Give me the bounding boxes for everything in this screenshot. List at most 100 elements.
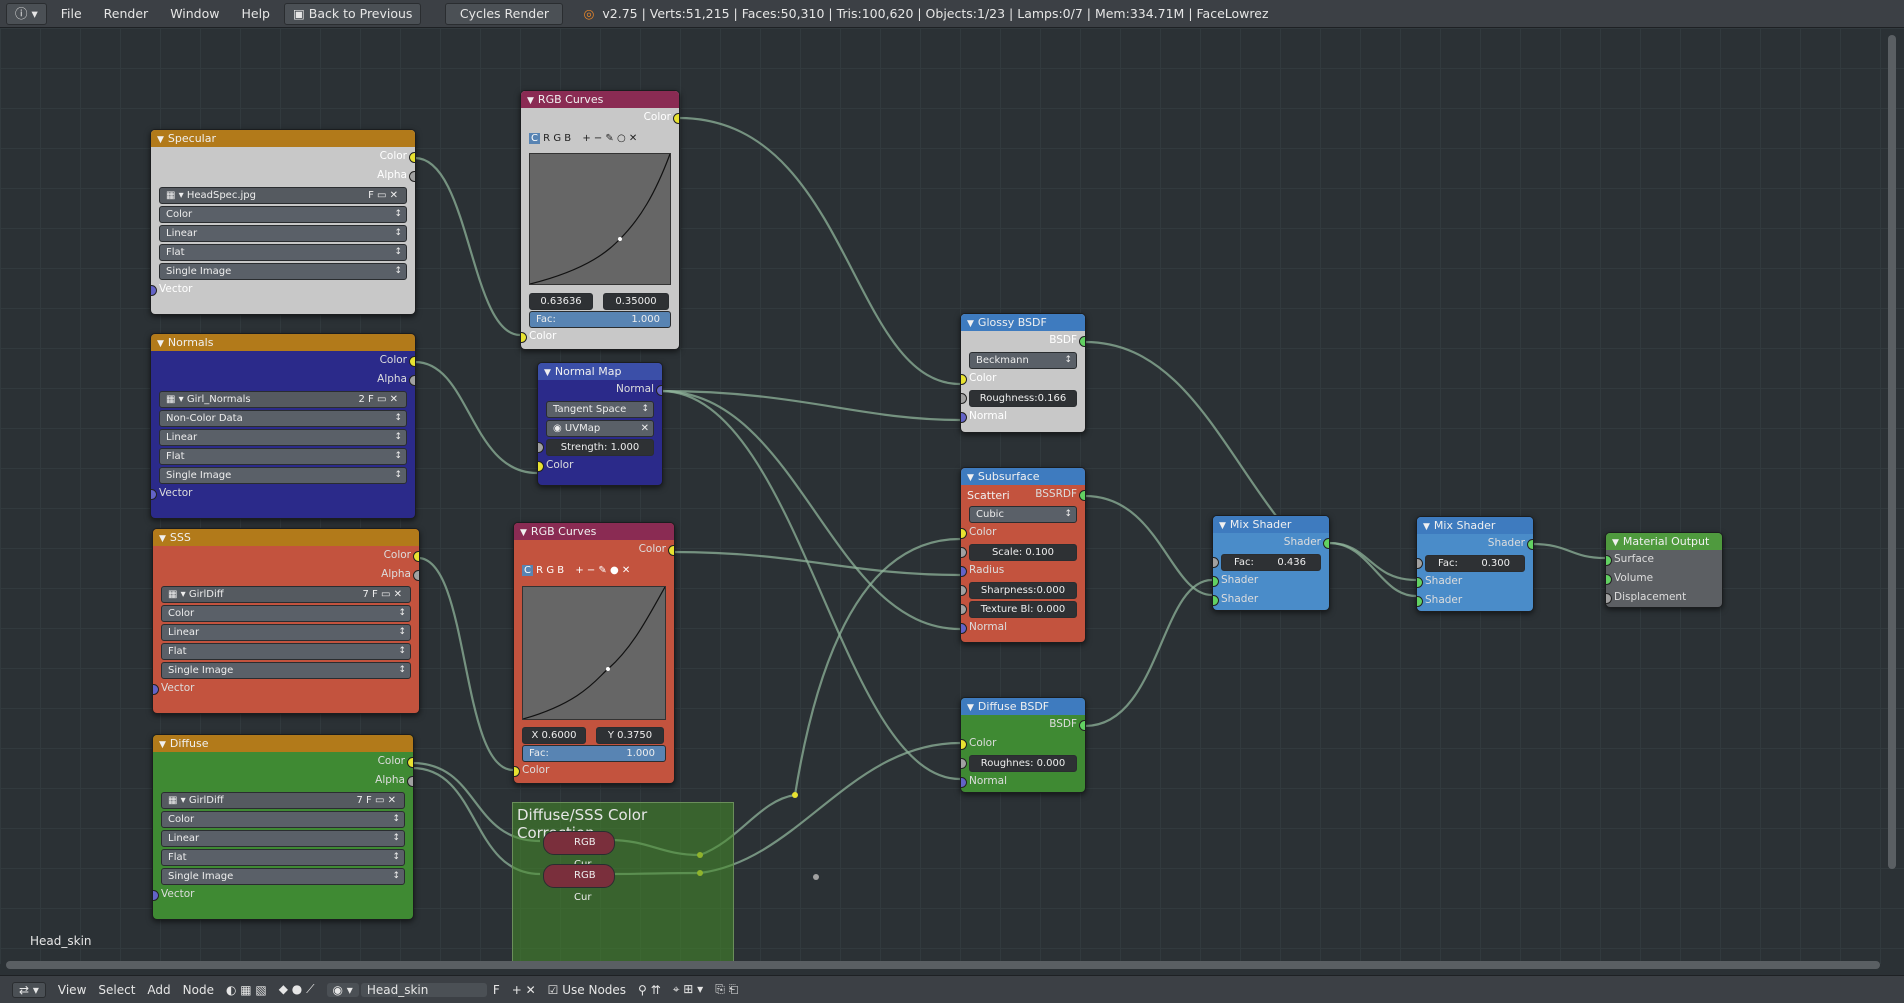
image-name[interactable]: Girl_Normals bbox=[186, 394, 251, 405]
socket-in-radius[interactable] bbox=[961, 566, 967, 577]
socket-out-color[interactable] bbox=[413, 551, 419, 562]
colorspace-select[interactable]: Color bbox=[153, 809, 413, 828]
use-nodes-checkbox[interactable]: ☑ Use Nodes bbox=[547, 982, 627, 997]
collapse-triangle-icon[interactable]: ▼ bbox=[1423, 522, 1430, 532]
node-mix-shader-1[interactable]: ▼Mix Shader Shader Fac:0.436 Shader Shad… bbox=[1212, 515, 1330, 611]
unlink-icon[interactable]: 7 F ▭ ✕ bbox=[362, 589, 403, 600]
source-select[interactable]: Single Image bbox=[151, 261, 415, 280]
socket-out-normal[interactable] bbox=[656, 385, 662, 396]
fac-slider[interactable]: Fac:1.000 bbox=[514, 743, 674, 762]
distribution-select[interactable]: Beckmann bbox=[961, 350, 1085, 369]
strength-field[interactable]: Strength: 1.000 bbox=[538, 437, 662, 456]
collapse-triangle-icon[interactable]: ▼ bbox=[157, 135, 164, 145]
collapse-triangle-icon[interactable]: ▼ bbox=[159, 534, 166, 544]
sharpness-field[interactable]: Sharpness:0.000 bbox=[961, 580, 1085, 599]
collapse-triangle-icon[interactable]: ▼ bbox=[159, 740, 166, 750]
menu-help[interactable]: Help bbox=[241, 5, 270, 21]
node-diffuse-bsdf[interactable]: ▼Diffuse BSDF BSDF Color Roughnes: 0.000… bbox=[960, 697, 1086, 793]
material-name-field[interactable]: Head_skin bbox=[360, 982, 487, 997]
image-name[interactable]: HeadSpec.jpg bbox=[186, 190, 256, 201]
tab-b[interactable]: B bbox=[557, 565, 565, 576]
menu-render[interactable]: Render bbox=[103, 5, 149, 21]
curve-channel-tabs[interactable]: C R G B + − ✎ ● ✕ bbox=[522, 565, 630, 576]
collapse-triangle-icon[interactable]: ▼ bbox=[967, 703, 974, 713]
socket-out-color[interactable] bbox=[673, 113, 679, 124]
roughness-field[interactable]: Roughnes: 0.000 bbox=[961, 753, 1085, 772]
socket-in-displacement[interactable] bbox=[1606, 593, 1612, 604]
fake-user-button[interactable]: F bbox=[492, 982, 500, 997]
group-rgb-curves-2[interactable]: RGB Cur bbox=[543, 864, 615, 903]
collapse-triangle-icon[interactable]: ▼ bbox=[967, 473, 974, 483]
tab-c[interactable]: C bbox=[529, 133, 540, 144]
socket-in-fac[interactable] bbox=[1213, 557, 1219, 568]
socket-in-vector[interactable] bbox=[153, 684, 159, 695]
node-glossy-bsdf[interactable]: ▼Glossy BSDF BSDF Beckmann Color Roughne… bbox=[960, 313, 1086, 433]
roughness-field[interactable]: Roughness:0.166 bbox=[961, 388, 1085, 407]
material-browse-icon[interactable]: ◉ ▾ bbox=[326, 982, 359, 997]
collapse-triangle-icon[interactable]: ▼ bbox=[1219, 521, 1226, 531]
node-header[interactable]: ▼RGB Curves bbox=[514, 523, 674, 540]
socket-out-alpha[interactable] bbox=[413, 570, 419, 581]
interpolation-select[interactable]: Linear bbox=[151, 223, 415, 242]
socket-out-shader[interactable] bbox=[1323, 538, 1329, 549]
collapse-triangle-icon[interactable]: ▼ bbox=[1612, 538, 1619, 548]
node-header[interactable]: ▼Glossy BSDF bbox=[961, 314, 1085, 331]
socket-in-roughness[interactable] bbox=[961, 393, 967, 404]
socket-in-color[interactable] bbox=[961, 739, 967, 750]
socket-in-normal[interactable] bbox=[961, 777, 967, 788]
interpolation-select[interactable]: Linear bbox=[153, 828, 413, 847]
editor-type-node-icon[interactable]: ⇄ ▾ bbox=[12, 981, 46, 998]
socket-in-color[interactable] bbox=[514, 766, 520, 777]
image-name[interactable]: GirlDiff bbox=[188, 589, 224, 600]
socket-out-shader[interactable] bbox=[1527, 539, 1533, 550]
source-select[interactable]: Single Image bbox=[153, 660, 419, 679]
source-select[interactable]: Single Image bbox=[151, 465, 415, 484]
horizontal-scrollbar[interactable] bbox=[6, 961, 1880, 969]
editor-type-icon[interactable]: ⓘ ▾ bbox=[6, 2, 47, 25]
socket-in-roughness[interactable] bbox=[961, 758, 967, 769]
socket-in-shader-2[interactable] bbox=[1417, 596, 1423, 607]
texture-blur-field[interactable]: Texture Bl: 0.000 bbox=[961, 599, 1085, 618]
space-select[interactable]: Tangent Space bbox=[538, 399, 662, 418]
falloff-select[interactable]: Cubic bbox=[961, 504, 1085, 523]
fac-field[interactable]: Fac:0.300 bbox=[1417, 553, 1533, 572]
node-mix-shader-2[interactable]: ▼Mix Shader Shader Fac:0.300 Shader Shad… bbox=[1416, 516, 1534, 612]
socket-out-bssrdf[interactable] bbox=[1079, 490, 1085, 501]
socket-out-bsdf[interactable] bbox=[1079, 336, 1085, 347]
interpolation-select[interactable]: Linear bbox=[151, 427, 415, 446]
collapse-triangle-icon[interactable]: ▼ bbox=[157, 339, 164, 349]
tab-r[interactable]: R bbox=[536, 565, 544, 576]
image-name[interactable]: GirlDiff bbox=[188, 795, 224, 806]
socket-in-shader-1[interactable] bbox=[1417, 577, 1423, 588]
socket-out-color[interactable] bbox=[409, 152, 415, 163]
tab-g[interactable]: G bbox=[553, 133, 562, 144]
node-rgb-curves-2[interactable]: ▼RGB Curves Color C R G B + − ✎ ● ✕ X 0.… bbox=[513, 522, 675, 784]
unlink-icon[interactable]: F ▭ ✕ bbox=[368, 190, 398, 201]
socket-in-color[interactable] bbox=[521, 332, 527, 343]
shader-type-icon[interactable]: ◐ ▦ ▧ bbox=[225, 982, 267, 997]
shader-object-icon[interactable]: ◆ ● ⟋ bbox=[278, 982, 315, 996]
socket-in-color[interactable] bbox=[538, 461, 544, 472]
socket-in-color[interactable] bbox=[961, 528, 967, 539]
group-rgb-curves-1[interactable]: RGB Cur bbox=[543, 831, 615, 870]
socket-in-normal[interactable] bbox=[961, 412, 967, 423]
interpolation-select[interactable]: Linear bbox=[153, 622, 419, 641]
socket-out-alpha[interactable] bbox=[409, 375, 415, 386]
clear-icon[interactable]: ✕ bbox=[640, 423, 649, 434]
socket-out-color[interactable] bbox=[668, 545, 674, 556]
projection-select[interactable]: Flat bbox=[151, 446, 415, 465]
menu-view[interactable]: View bbox=[57, 982, 87, 997]
node-header[interactable]: ▼SSS bbox=[153, 529, 419, 546]
node-header[interactable]: ▼Specular bbox=[151, 130, 415, 147]
node-header[interactable]: ▼Normal Map bbox=[538, 363, 662, 380]
collapse-triangle-icon[interactable]: ▼ bbox=[527, 96, 534, 106]
node-header[interactable]: ▼Material Output bbox=[1606, 533, 1722, 550]
node-header[interactable]: ▼Mix Shader bbox=[1213, 516, 1329, 533]
socket-in-vector[interactable] bbox=[153, 890, 159, 901]
collapse-triangle-icon[interactable]: ▼ bbox=[544, 368, 551, 378]
